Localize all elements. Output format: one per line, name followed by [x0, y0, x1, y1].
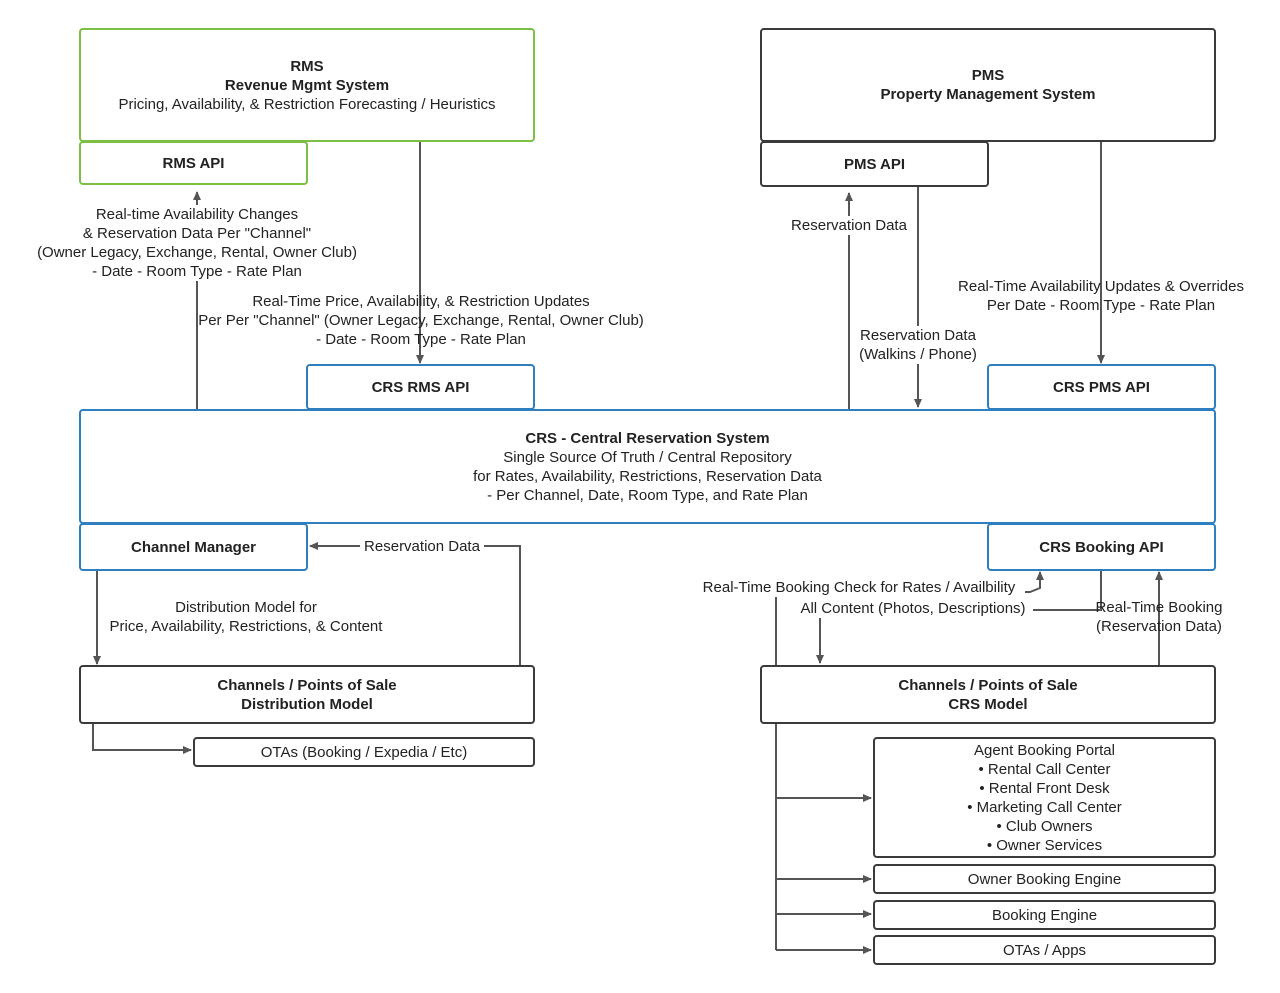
pms-title: PMS — [971, 67, 1005, 84]
channels-crs-title: Channels / Points of Sale — [898, 676, 1078, 694]
label-cm-reservation-data: Reservation Data — [360, 537, 484, 556]
pms-box: PMS Property Management System — [760, 28, 1216, 142]
agent-portal-item: • Marketing Call Center — [967, 798, 1122, 816]
rms-description: Pricing, Availability, & Restriction For… — [118, 95, 496, 113]
rms-api-box: RMS API — [79, 141, 308, 185]
arrow-booking-check — [775, 571, 1044, 665]
otas-apps-box: OTAs / Apps — [873, 935, 1216, 965]
arrow-channels-to-otas — [92, 724, 192, 754]
crs-line2: Single Source Of Truth / Central Reposit… — [503, 448, 792, 466]
otas-apps-label: OTAs / Apps — [1002, 941, 1087, 959]
label-realtime-booking: Real-Time Booking (Reservation Data) — [1095, 599, 1223, 635]
otas-booking-label: OTAs (Booking / Expedia / Etc) — [260, 743, 468, 761]
agent-portal-item: • Club Owners — [996, 817, 1093, 835]
crs-pms-api-box: CRS PMS API — [987, 364, 1216, 410]
channels-crs-box: Channels / Points of Sale CRS Model — [760, 665, 1216, 724]
channels-distribution-title: Channels / Points of Sale — [217, 676, 397, 694]
agent-portal-item: • Owner Services — [986, 836, 1103, 854]
crs-line3: for Rates, Availability, Restrictions, R… — [473, 467, 822, 485]
label-booking-check: Real-Time Booking Check for Rates / Avai… — [693, 578, 1025, 597]
crs-booking-api-box: CRS Booking API — [987, 523, 1216, 571]
crs-title: CRS - Central Reservation System — [525, 429, 770, 447]
otas-booking-box: OTAs (Booking / Expedia / Etc) — [193, 737, 535, 767]
owner-booking-engine-label: Owner Booking Engine — [967, 870, 1122, 888]
rms-api-label: RMS API — [162, 154, 225, 172]
label-pms-walkins: Reservation Data (Walkins / Phone) — [853, 326, 983, 364]
channel-manager-label: Channel Manager — [130, 538, 257, 556]
channels-crs-subtitle: CRS Model — [948, 695, 1028, 713]
channels-distribution-box: Channels / Points of Sale Distribution M… — [79, 665, 535, 724]
owner-booking-engine-box: Owner Booking Engine — [873, 864, 1216, 894]
label-pms-realtime: Real-Time Availability Updates & Overrid… — [958, 278, 1244, 314]
pms-api-box: PMS API — [760, 141, 989, 187]
crs-line4: - Per Channel, Date, Room Type, and Rate… — [487, 486, 808, 504]
label-rms-realtime: Real-time Availability Changes & Reserva… — [28, 205, 366, 281]
rms-subtitle: Revenue Mgmt System — [224, 76, 390, 94]
agent-portal-item: • Rental Front Desk — [979, 779, 1110, 797]
label-all-content: All Content (Photos, Descriptions) — [793, 599, 1033, 618]
agent-portal-title: Agent Booking Portal — [974, 741, 1115, 759]
label-crs-rms-updates: Real-Time Price, Availability, & Restric… — [198, 293, 644, 348]
booking-engine-label: Booking Engine — [991, 906, 1098, 924]
crs-box: CRS - Central Reservation System Single … — [79, 409, 1216, 524]
crs-booking-api-label: CRS Booking API — [1039, 538, 1164, 556]
crs-rms-api-box: CRS RMS API — [306, 364, 535, 410]
agent-portal-box: Agent Booking Portal • Rental Call Cente… — [873, 737, 1216, 858]
rms-title: RMS — [290, 57, 324, 75]
agent-portal-item: • Rental Call Center — [978, 760, 1111, 778]
rms-box: RMS Revenue Mgmt System Pricing, Availab… — [79, 28, 535, 142]
label-distribution-model: Distribution Model for Price, Availabili… — [100, 598, 392, 636]
channel-manager-box: Channel Manager — [79, 523, 308, 571]
booking-engine-box: Booking Engine — [873, 900, 1216, 930]
label-pms-reservation-data: Reservation Data — [786, 216, 912, 235]
pms-api-label: PMS API — [843, 155, 906, 173]
pms-subtitle: Property Management System — [880, 86, 1096, 103]
crs-pms-api-label: CRS PMS API — [1053, 378, 1150, 396]
channels-distribution-subtitle: Distribution Model — [241, 695, 373, 713]
crs-rms-api-label: CRS RMS API — [371, 378, 470, 396]
